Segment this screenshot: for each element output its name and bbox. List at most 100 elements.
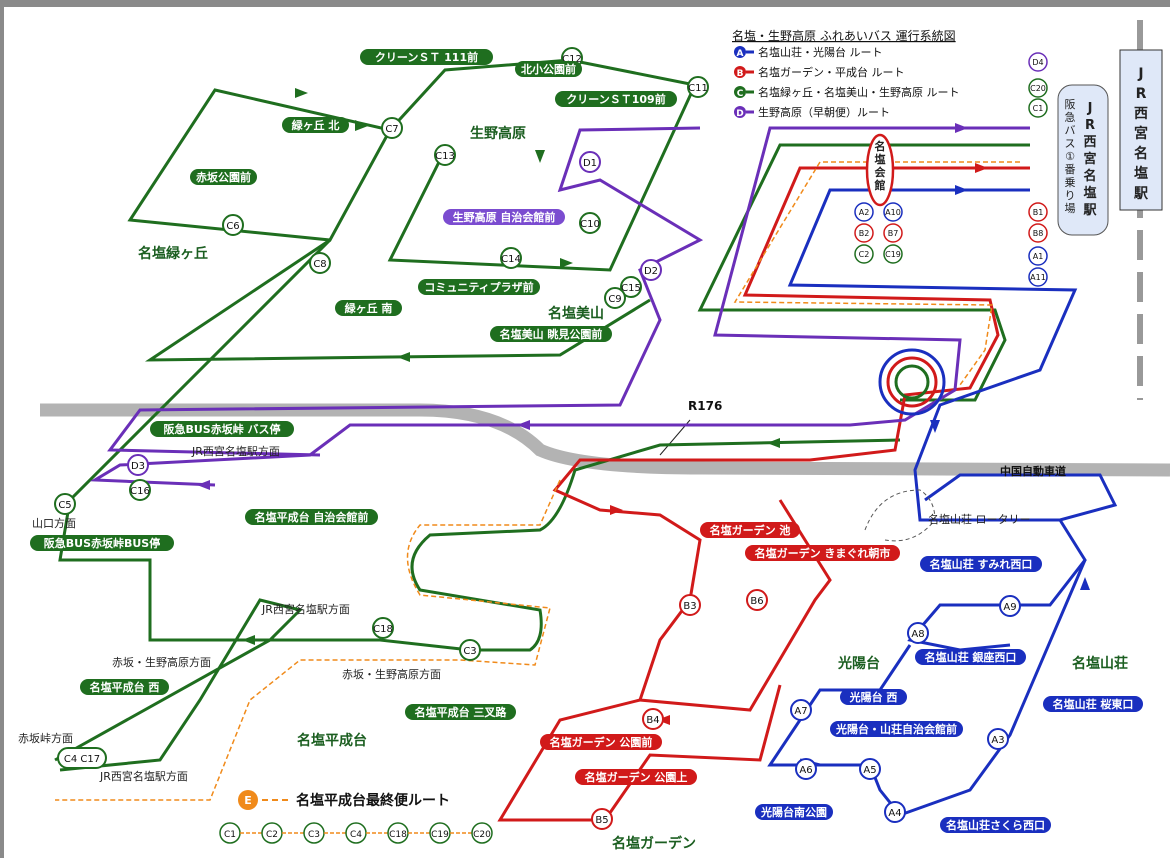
- stop-name-b5: 名塩ガーデン 公園上: [575, 769, 697, 785]
- svg-text:C11: C11: [688, 83, 708, 94]
- svg-text:C1: C1: [224, 830, 236, 840]
- stop-a4[interactable]: A4: [884, 801, 906, 823]
- stop-name-a8: 名塩山荘 銀座西口: [915, 649, 1026, 665]
- nasio-kaikan: 名塩会館: [865, 133, 895, 207]
- terminal-stop-c20[interactable]: C20: [1028, 78, 1048, 98]
- stop-c9[interactable]: C9: [604, 287, 626, 309]
- rotary-outline: [864, 489, 936, 542]
- svg-text:名塩ガーデン 公園前: 名塩ガーデン 公園前: [550, 735, 653, 749]
- svg-text:名塩ガーデン きまぐれ朝市: 名塩ガーデン きまぐれ朝市: [755, 546, 891, 560]
- svg-text:阪急BUS赤坂峠BUS停: 阪急BUS赤坂峠BUS停: [44, 536, 160, 550]
- stop-name-a9: 名塩山荘 すみれ西口: [920, 556, 1042, 572]
- terminal-stop-c1[interactable]: C1: [1028, 98, 1048, 118]
- stop-a7[interactable]: A7: [790, 699, 812, 721]
- stop-name-a6: 光陽台南公園: [755, 804, 833, 820]
- svg-text:名塩山荘さくら西口: 名塩山荘さくら西口: [946, 818, 1045, 832]
- stop-name-c5: 阪急BUS赤坂峠BUS停: [30, 535, 174, 551]
- svg-text:B5: B5: [595, 815, 608, 826]
- nasio-kaikan-label: 名塩会館: [874, 139, 887, 192]
- stop-name-c3: 名塩平成台 三叉路: [405, 704, 516, 720]
- route-e-label: 名塩平成台最終便ルート: [296, 792, 450, 809]
- route-e-badge: [238, 790, 258, 810]
- stop-name-c10: 生野高原 自治会館前: [443, 209, 565, 225]
- stop-c5[interactable]: C5: [54, 493, 76, 515]
- stop-d2[interactable]: D2: [640, 259, 662, 281]
- kaikan-stop-b7[interactable]: B7: [883, 223, 903, 243]
- stop-c13[interactable]: C13: [434, 144, 456, 166]
- stop-b5[interactable]: B5: [591, 808, 613, 830]
- svg-text:C19: C19: [885, 250, 901, 259]
- kaikan-stop-a2[interactable]: A2: [854, 202, 874, 222]
- stop-c7[interactable]: C7: [381, 117, 403, 139]
- stop-d1[interactable]: D1: [579, 151, 601, 173]
- svg-text:名塩平成台 自治会館前: 名塩平成台 自治会館前: [255, 510, 369, 524]
- stop-c18[interactable]: C18: [372, 617, 394, 639]
- area-label: 名塩緑ヶ丘: [138, 245, 208, 262]
- stop-b6[interactable]: B6: [746, 589, 768, 611]
- svg-text:C19: C19: [431, 830, 449, 840]
- stop-b3[interactable]: B3: [679, 594, 701, 616]
- svg-text:緑ヶ丘 北: 緑ヶ丘 北: [292, 118, 340, 132]
- route-e-stop-c4: C4: [345, 822, 367, 844]
- direction-labels: JR西宮名塩駅方面山口方面JR西宮名塩駅方面赤坂・生野高原方面赤坂・生野高原方面…: [18, 444, 441, 783]
- stop-a6[interactable]: A6: [795, 758, 817, 780]
- svg-text:C10: C10: [580, 219, 600, 230]
- terminal-stop-d4[interactable]: D4: [1028, 52, 1048, 72]
- stop-c4-c17[interactable]: C4 C17: [57, 747, 107, 769]
- stop-c3[interactable]: C3: [459, 639, 481, 661]
- route-e-legend: E 名塩平成台最終便ルート: [238, 790, 450, 810]
- stop-c8[interactable]: C8: [309, 252, 331, 274]
- kaikan-stop-b2[interactable]: B2: [854, 223, 874, 243]
- svg-text:クリーンＳＴ 111前: クリーンＳＴ 111前: [375, 50, 478, 64]
- svg-text:B3: B3: [683, 601, 696, 612]
- direction-label: JR西宮名塩駅方面: [261, 602, 350, 616]
- svg-text:B7: B7: [888, 229, 899, 238]
- stop-name-c11: クリーンＳＴ109前: [555, 91, 677, 107]
- stop-name-c17: 名塩平成台 西: [80, 679, 169, 695]
- direction-label: 赤坂・生野高原方面: [112, 655, 211, 669]
- svg-text:北小公園前: 北小公園前: [521, 62, 576, 76]
- kaikan-stop-c2[interactable]: C2: [854, 244, 874, 264]
- svg-text:名塩美山 眺見公園前: 名塩美山 眺見公園前: [500, 327, 603, 341]
- svg-text:A7: A7: [794, 706, 807, 717]
- stop-d3[interactable]: D3: [127, 454, 149, 476]
- stop-b4[interactable]: B4: [642, 708, 664, 730]
- stop-name-c8: 緑ヶ丘 南: [335, 300, 402, 316]
- svg-text:C4: C4: [350, 830, 362, 840]
- stop-c10[interactable]: C10: [579, 212, 601, 234]
- stop-a8[interactable]: A8: [907, 622, 929, 644]
- stop-a5[interactable]: A5: [859, 758, 881, 780]
- stop-c11[interactable]: C11: [687, 76, 709, 98]
- stop-name-d3: 阪急BUS赤坂峠 バス停: [150, 421, 294, 437]
- svg-text:D4: D4: [1032, 58, 1043, 67]
- svg-text:C5: C5: [58, 500, 71, 511]
- kaikan-stop-a10[interactable]: A10: [883, 202, 903, 222]
- stop-a9[interactable]: A9: [999, 595, 1021, 617]
- svg-text:A3: A3: [991, 735, 1004, 746]
- svg-text:C7: C7: [385, 124, 398, 135]
- terminal-stop-a1[interactable]: A1: [1028, 246, 1048, 266]
- area-label: 名塩ガーデン: [612, 835, 696, 852]
- terminal-stop-b1[interactable]: B1: [1028, 202, 1048, 222]
- svg-text:光陽台 西: 光陽台 西: [849, 690, 898, 704]
- national-road-r176: [40, 403, 1170, 477]
- terminal-stop-a11[interactable]: A11: [1028, 267, 1048, 287]
- kaikan-stop-c19[interactable]: C19: [883, 244, 903, 264]
- svg-text:D1: D1: [583, 158, 597, 169]
- svg-text:名塩山荘 桜東口: 名塩山荘 桜東口: [1053, 697, 1134, 711]
- svg-text:赤坂公園前: 赤坂公園前: [196, 170, 251, 184]
- route-e-lower: [55, 479, 561, 801]
- svg-text:A4: A4: [888, 808, 901, 819]
- terminal-stop-b8[interactable]: B8: [1028, 223, 1048, 243]
- area-label: 名塩山荘: [1072, 655, 1128, 672]
- stop-c6[interactable]: C6: [222, 214, 244, 236]
- svg-text:名塩ガーデン 公園上: 名塩ガーデン 公園上: [585, 770, 688, 784]
- svg-text:B8: B8: [1033, 229, 1044, 238]
- stop-c15[interactable]: C15: [620, 276, 642, 298]
- stop-c16[interactable]: C16: [129, 479, 151, 501]
- svg-text:B6: B6: [750, 596, 763, 607]
- stop-c14[interactable]: C14: [500, 247, 522, 269]
- stop-a3[interactable]: A3: [987, 728, 1009, 750]
